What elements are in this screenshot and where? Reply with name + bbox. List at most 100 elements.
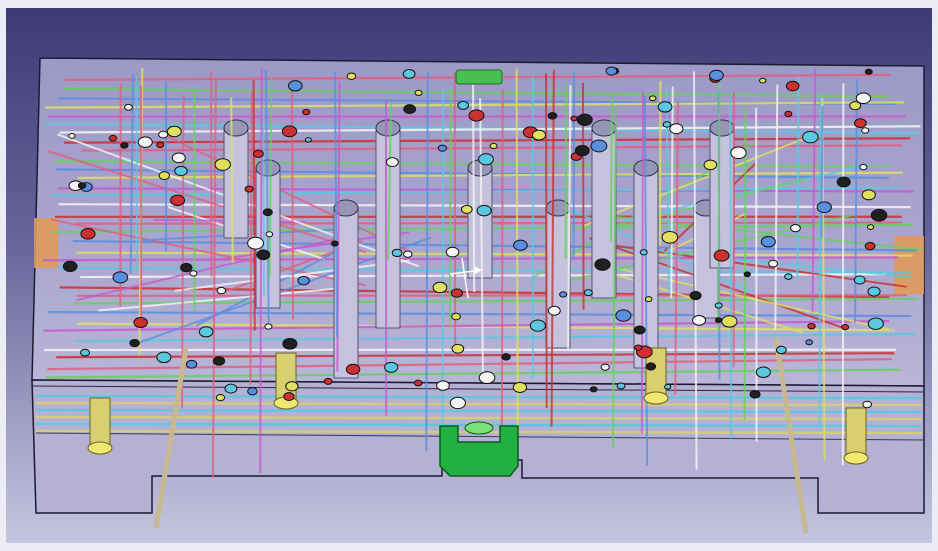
channel-hole [859,163,868,171]
cooling-channel [48,310,912,318]
channel-hole [784,110,793,118]
channel-hole [174,165,188,177]
cooling-channel [62,87,889,98]
channel-hole [476,204,492,217]
channel-hole [574,144,590,157]
channel-hole [281,125,298,138]
channel-hole [133,316,148,329]
channel-hole [212,356,226,366]
channel-hole [714,317,723,323]
channel-hole [501,353,511,361]
vertical-pin [841,83,845,466]
ejector-cap [643,391,669,405]
channel-hole [256,249,271,261]
vertical-pin [670,86,674,299]
channel-hole [576,113,593,126]
channel-hole [445,246,460,258]
channel-hole [730,146,747,160]
channel-hole [713,249,730,262]
channel-hole [170,194,186,207]
vertical-pin [729,98,733,439]
guide-rod [153,347,189,529]
channel-hole [285,381,299,392]
channel-hole [460,204,473,214]
channel-hole [451,343,465,354]
channel-hole [489,142,498,150]
ejector-cylinder [89,397,111,449]
ejector-cap [843,451,869,465]
channel-hole [166,125,182,138]
channel-hole [662,121,672,128]
channel-hole [283,392,295,402]
channel-hole [282,338,298,350]
channel-hole [559,291,568,298]
channel-hole [657,101,673,113]
vertical-pin [564,83,568,259]
channel-hole [402,68,416,79]
channel-hole [689,290,702,301]
channel-hole [759,77,767,84]
channel-hole [664,383,672,390]
channel-hole [864,242,876,251]
channel-hole [302,108,311,116]
channel-hole [615,309,632,322]
channel-hole [639,249,648,256]
channel-hole [437,144,447,152]
channel-hole [384,361,399,373]
vertical-pin [259,68,263,473]
diagonal-channel [47,150,367,254]
channel-holes [62,66,888,410]
channel-hole [247,236,265,250]
channel-hole [62,260,78,272]
channel-hole [385,157,399,168]
cad-3d-viewport[interactable] [6,8,932,543]
cooling-channel [64,137,911,144]
channel-hole [529,319,546,332]
channel-hole [512,381,528,393]
channel-hole [709,69,724,82]
channel-hole [775,345,787,355]
channel-hole [323,377,333,385]
channel-hole [214,158,231,171]
vertical-pin [290,87,295,320]
vertical-pin [387,101,393,261]
channel-hole [870,208,888,222]
channel-hole [468,109,485,122]
channel-hole [180,262,193,273]
channel-hole [605,66,618,76]
channel-hole [156,351,172,364]
channel-hole [68,133,76,139]
channel-hole [805,339,814,346]
channel-hole [594,258,611,271]
channel-hole [158,130,169,139]
vertical-pin [441,88,445,452]
channel-hole [755,366,771,378]
channel-hole [583,289,593,297]
channel-hole [189,270,198,277]
channel-hole [768,259,779,268]
channel-hole [79,348,91,357]
channel-hole [855,92,872,105]
channel-hole [692,315,707,326]
channel-hole [403,104,417,115]
channel-hole [80,228,96,240]
channel-hole [784,273,793,280]
cooling-channel [45,101,904,109]
channel-hole [108,134,118,142]
top-gate-block [455,69,503,85]
vertical-pin [643,95,649,466]
core-cylinder [223,127,249,239]
channel-hole [760,235,776,248]
cooling-channel [76,294,908,297]
channel-hole [112,271,129,284]
channel-hole [648,95,657,102]
vertical-pin [567,85,572,349]
channel-hole [790,224,801,233]
diagonal-channel [583,134,814,227]
channel-hole [703,159,718,171]
lower-channel [35,408,923,414]
channel-hole [644,296,653,303]
channel-hole [714,302,723,309]
channel-hole [749,390,761,399]
